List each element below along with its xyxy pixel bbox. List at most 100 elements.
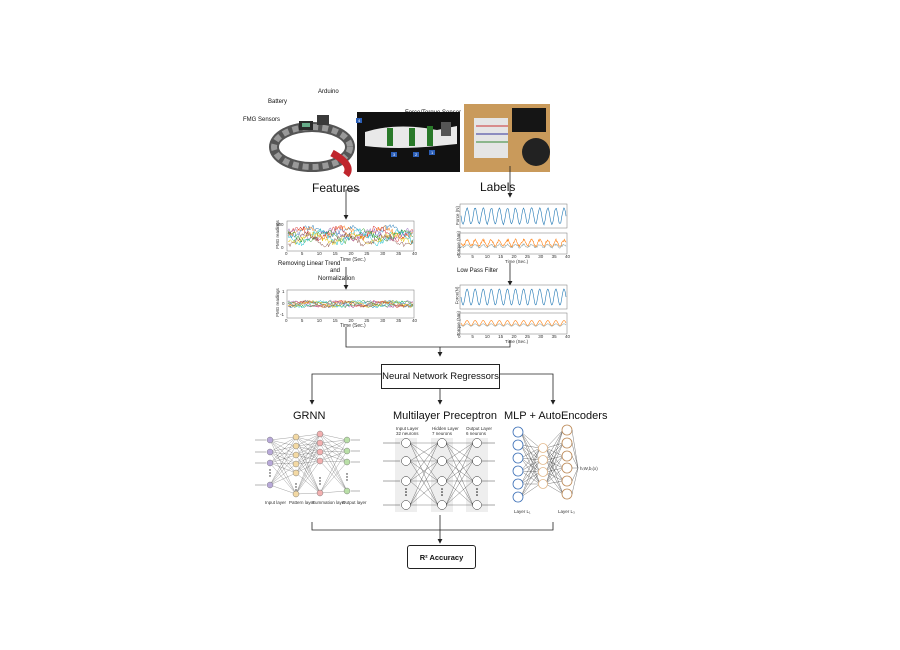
fmg-norm-ytick-bottom: -1	[280, 312, 285, 317]
ellipsis-dot	[319, 477, 321, 479]
mlp-connection	[409, 460, 439, 482]
ae-connection	[520, 470, 541, 485]
ae-connection	[520, 483, 541, 498]
x-tick-label: 15	[498, 254, 504, 259]
mlp-neuron	[472, 476, 482, 486]
x-tick-label: 30	[538, 254, 544, 259]
ae-output-line	[571, 442, 579, 469]
grnn-neuron	[343, 436, 351, 444]
grnn-neuron	[292, 490, 300, 498]
fmg-raw-ytick-top: 500	[276, 222, 284, 227]
x-tick-label: 5	[471, 254, 474, 259]
grnn-connection	[319, 433, 348, 492]
grnn-connection	[269, 451, 297, 474]
ellipsis-dot	[346, 476, 348, 478]
ellipsis-dot	[295, 486, 297, 488]
grnn-connection	[269, 462, 297, 495]
grnn-connection	[319, 433, 348, 452]
ae-connection	[545, 483, 564, 495]
grnn-neuron	[292, 451, 300, 459]
bench-photo	[464, 104, 550, 172]
grnn-connection	[295, 436, 321, 494]
grnn-connection	[319, 439, 348, 453]
ae-connection	[520, 457, 541, 461]
grnn-connection	[295, 451, 321, 474]
signal-line	[287, 225, 414, 241]
mlp-output-panel	[466, 438, 488, 512]
grnn-connection	[319, 442, 348, 452]
ae-connection	[520, 431, 541, 449]
x-tick-label: 20	[511, 334, 517, 339]
mlp-connection	[445, 442, 474, 462]
ae-connection	[545, 442, 564, 485]
ae-input-neuron	[512, 439, 524, 451]
signal-line	[287, 231, 414, 248]
grnn-connection	[269, 436, 297, 464]
grnn-connection	[269, 436, 297, 486]
x-tick-label: 35	[551, 334, 557, 339]
battery-label: Battery	[268, 99, 288, 105]
grnn-connection	[319, 450, 348, 494]
ae-connection	[520, 431, 541, 485]
fmg-norm-ylabel: FMG readings	[274, 288, 280, 317]
grnn-connection	[269, 462, 297, 474]
grnn-connection	[295, 445, 321, 494]
low-pass-filter-label: Low Pass Filter	[457, 268, 499, 274]
ellipsis-dot	[319, 483, 321, 485]
labels-raw-plot	[459, 203, 568, 255]
fmg-band-illustration	[269, 115, 355, 178]
labels-raw-force-ylabel: Force (N)	[455, 206, 460, 225]
grnn-neuron	[266, 436, 274, 444]
grnn-neuron	[266, 481, 274, 489]
mlp-input-panel	[395, 438, 417, 512]
labels-filtered-xlabel: Time (Sec.)	[505, 339, 529, 344]
ae-connection	[545, 447, 564, 482]
ae-output-line	[571, 467, 579, 495]
labels-filtered-force-ylabel: Force(N)	[454, 286, 460, 305]
x-tick-label: 15	[498, 334, 504, 339]
ellipsis-dot	[346, 473, 348, 475]
grnn-connection	[319, 433, 348, 463]
grnn-connection	[269, 439, 297, 456]
x-tick-label: 35	[551, 254, 557, 259]
labels-filtered-torque-ylabel: Torque (Nm)	[456, 310, 462, 337]
mlp-neuron	[401, 476, 411, 486]
x-tick-label: 20	[348, 318, 354, 323]
grnn-neuron	[343, 447, 351, 455]
fmg-norm-plot	[286, 289, 415, 319]
grnn-pattern-layer-label: Pattern layer	[289, 500, 315, 505]
ellipsis-dot	[476, 494, 478, 496]
ellipsis-dot	[476, 488, 478, 490]
x-tick-label: 30	[380, 251, 386, 256]
labels-filtered-plot	[459, 284, 568, 335]
signal-line	[287, 299, 414, 309]
mlp-neuron	[437, 456, 447, 466]
x-tick-label: 0	[285, 318, 288, 323]
fmg-band-photo	[262, 95, 362, 180]
ae-hidden-neuron	[538, 467, 548, 477]
r2-accuracy-box: R² Accuracy	[407, 545, 476, 569]
ellipsis-dot	[295, 483, 297, 485]
arrow-to-result	[311, 515, 554, 543]
grnn-title: GRNN	[293, 410, 326, 422]
x-tick-label: 35	[396, 251, 402, 256]
mlp-connection	[409, 442, 439, 462]
mlp-connection	[409, 460, 439, 506]
ae-connection	[520, 447, 541, 498]
mlp-title: Multilayer Preceptron	[393, 410, 497, 422]
grnn-neuron	[292, 433, 300, 441]
grnn-neuron	[266, 448, 274, 456]
arm-marker-1: 1	[429, 150, 436, 155]
grnn-neuron	[316, 457, 324, 465]
grnn-connection	[269, 463, 297, 486]
mlp-hidden-layer-label: Hidden Layer	[432, 426, 459, 431]
mlp-connection	[409, 480, 439, 506]
ae-output-neuron	[561, 475, 573, 487]
detrend-label-2: and	[330, 268, 341, 274]
ellipsis-dot	[476, 491, 478, 493]
ae-input-neuron	[512, 452, 524, 464]
arrow-to-grnn	[309, 373, 381, 405]
ae-layer-left-label: Layer L₁	[514, 509, 531, 514]
mlp-neuron	[437, 476, 447, 486]
ae-connection	[520, 459, 541, 472]
